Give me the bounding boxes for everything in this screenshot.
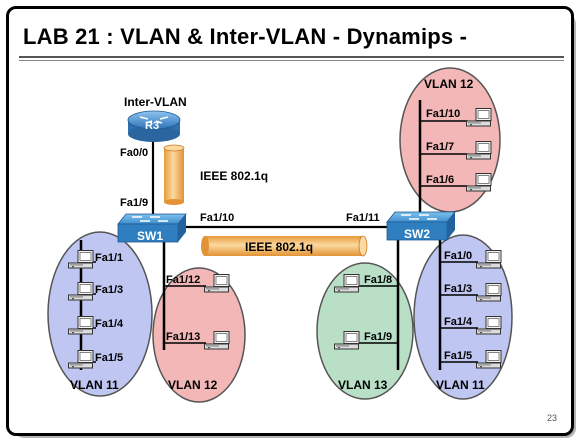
vlan12-left-name: VLAN 12: [168, 378, 218, 392]
vlan12-right-port-3: Fa1/6: [426, 174, 454, 186]
sw2-port-left: Fa1/11: [346, 212, 380, 224]
vlan13-zone: [316, 262, 414, 400]
vlan12-left-zone: [152, 267, 246, 403]
trunk-mid-label: IEEE 802.1q: [245, 240, 313, 254]
switch-icon: [117, 213, 187, 243]
trunk-mid-cable: [201, 235, 368, 257]
trunk-top-cable: [163, 144, 185, 205]
vlan13-port-2: Fa1/9: [364, 331, 392, 343]
title-rule-thin: [19, 60, 564, 61]
vlan11-left-port-4: Fa1/5: [95, 352, 123, 364]
vlan11-right-drops: [440, 261, 478, 363]
sw1-port-right: Fa1/10: [200, 212, 234, 224]
vlan11-right-port-4: Fa1/5: [444, 350, 472, 362]
router-caption: Inter-VLAN: [124, 95, 187, 109]
sw1-name: SW1: [137, 229, 163, 243]
vlan12-right-port-2: Fa1/7: [426, 141, 454, 153]
vlan11-left-zone: [47, 231, 153, 397]
router-port: Fa0/0: [120, 147, 148, 159]
vlan13-port-1: Fa1/8: [364, 274, 392, 286]
vlan12-right-port-1: Fa1/10: [426, 108, 460, 120]
vlan13-name: VLAN 13: [338, 378, 388, 392]
sw2-name: SW2: [404, 227, 430, 241]
page-number: 23: [546, 413, 557, 423]
title-rule: [19, 56, 564, 58]
vlan13-drops: [356, 285, 398, 344]
vlan12-left-drops: [164, 285, 206, 344]
vlan11-left-port-2: Fa1/3: [95, 284, 123, 296]
slide-title: LAB 21 : VLAN & Inter-VLAN - Dynamips -: [23, 24, 468, 49]
vlan12-left-port-1: Fa1/12: [166, 274, 200, 286]
trunk-top-label: IEEE 802.1q: [200, 169, 268, 183]
vlan12-right-drops: [420, 120, 468, 187]
vlan11-left-name: VLAN 11: [70, 378, 119, 392]
vlan11-right-name: VLAN 11: [436, 378, 485, 392]
vlan11-right-port-3: Fa1/4: [444, 316, 473, 328]
vlan12-right-name: VLAN 12: [424, 77, 474, 91]
vlan11-left-port-1: Fa1/1: [95, 252, 123, 264]
vlan11-right-port-1: Fa1/0: [444, 250, 472, 262]
vlan11-left-port-3: Fa1/4: [95, 318, 124, 330]
vlan11-right-port-2: Fa1/3: [444, 283, 472, 295]
switch-icon: [386, 211, 456, 241]
router-name: R3: [145, 120, 159, 132]
router-icon: [127, 110, 181, 142]
vlan12-left-port-2: Fa1/13: [166, 331, 200, 343]
sw1-port-up: Fa1/9: [120, 197, 148, 209]
